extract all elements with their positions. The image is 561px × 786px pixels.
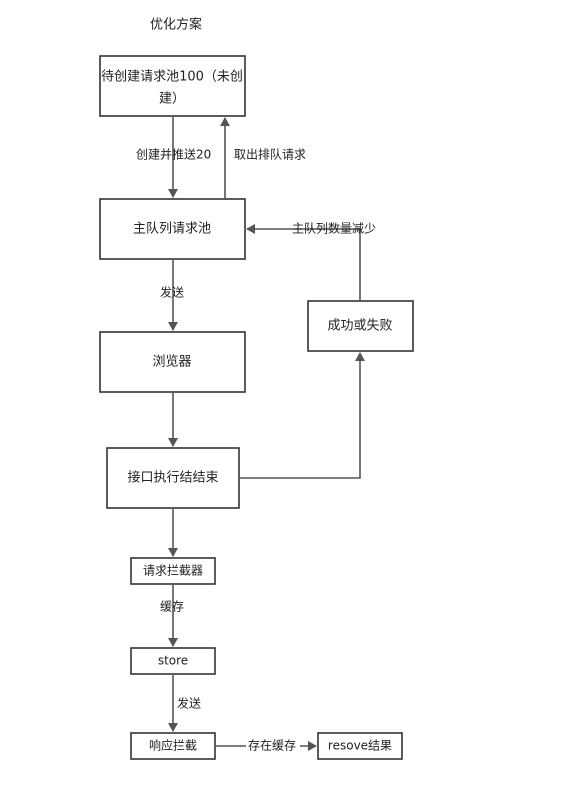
edge-label-save-cache-bg (246, 738, 300, 754)
edge-label-queue-decrease: 主队列数量减少 (292, 221, 376, 236)
node-request-interceptor: 请求拦截器 (130, 557, 216, 585)
node-api-execution-done: 接口执行结结束 (106, 447, 240, 509)
node-pending-request-pool-line1: 待创建请求池100（未创 (101, 70, 243, 85)
edge-label-create-and-push: 创建并推送20 (136, 147, 211, 162)
node-main-queue-pool-label: 主队列请求池 (133, 222, 211, 237)
node-pending-request-pool-line2: 建） (159, 92, 185, 107)
edge-label-send-to-response: 发送 (177, 696, 201, 711)
edge-label-cache: 缓存 (160, 600, 184, 614)
node-response-interceptor-label: 响应拦截 (149, 738, 197, 753)
edge-api-done-to-result (240, 352, 365, 479)
node-store: store (130, 647, 216, 675)
edge-label-send-to-browser: 发送 (160, 285, 184, 300)
node-resolve-result: resove结果 (317, 732, 403, 760)
node-request-interceptor-label: 请求拦截器 (143, 564, 203, 578)
node-browser-label: 浏览器 (152, 354, 191, 370)
node-success-or-failure: 成功或失败 (307, 300, 414, 352)
node-api-execution-done-label: 接口执行结结束 (127, 470, 218, 486)
diagram-title: 优化方案 (150, 17, 202, 33)
node-pending-request-pool: 待创建请求池100（未创 建） (99, 55, 246, 117)
edge-label-dequeue: 取出排队请求 (234, 147, 306, 162)
edge-label-save-cache: 存在缓存 (248, 739, 296, 753)
edge-queue-decrease (246, 224, 361, 300)
node-resolve-result-label: resove结果 (328, 739, 392, 753)
node-store-label: store (158, 654, 188, 668)
node-success-or-failure-label: 成功或失败 (327, 319, 392, 334)
node-main-queue-pool: 主队列请求池 (99, 198, 246, 260)
node-response-interceptor: 响应拦截 (130, 732, 216, 760)
node-browser: 浏览器 (99, 331, 246, 393)
